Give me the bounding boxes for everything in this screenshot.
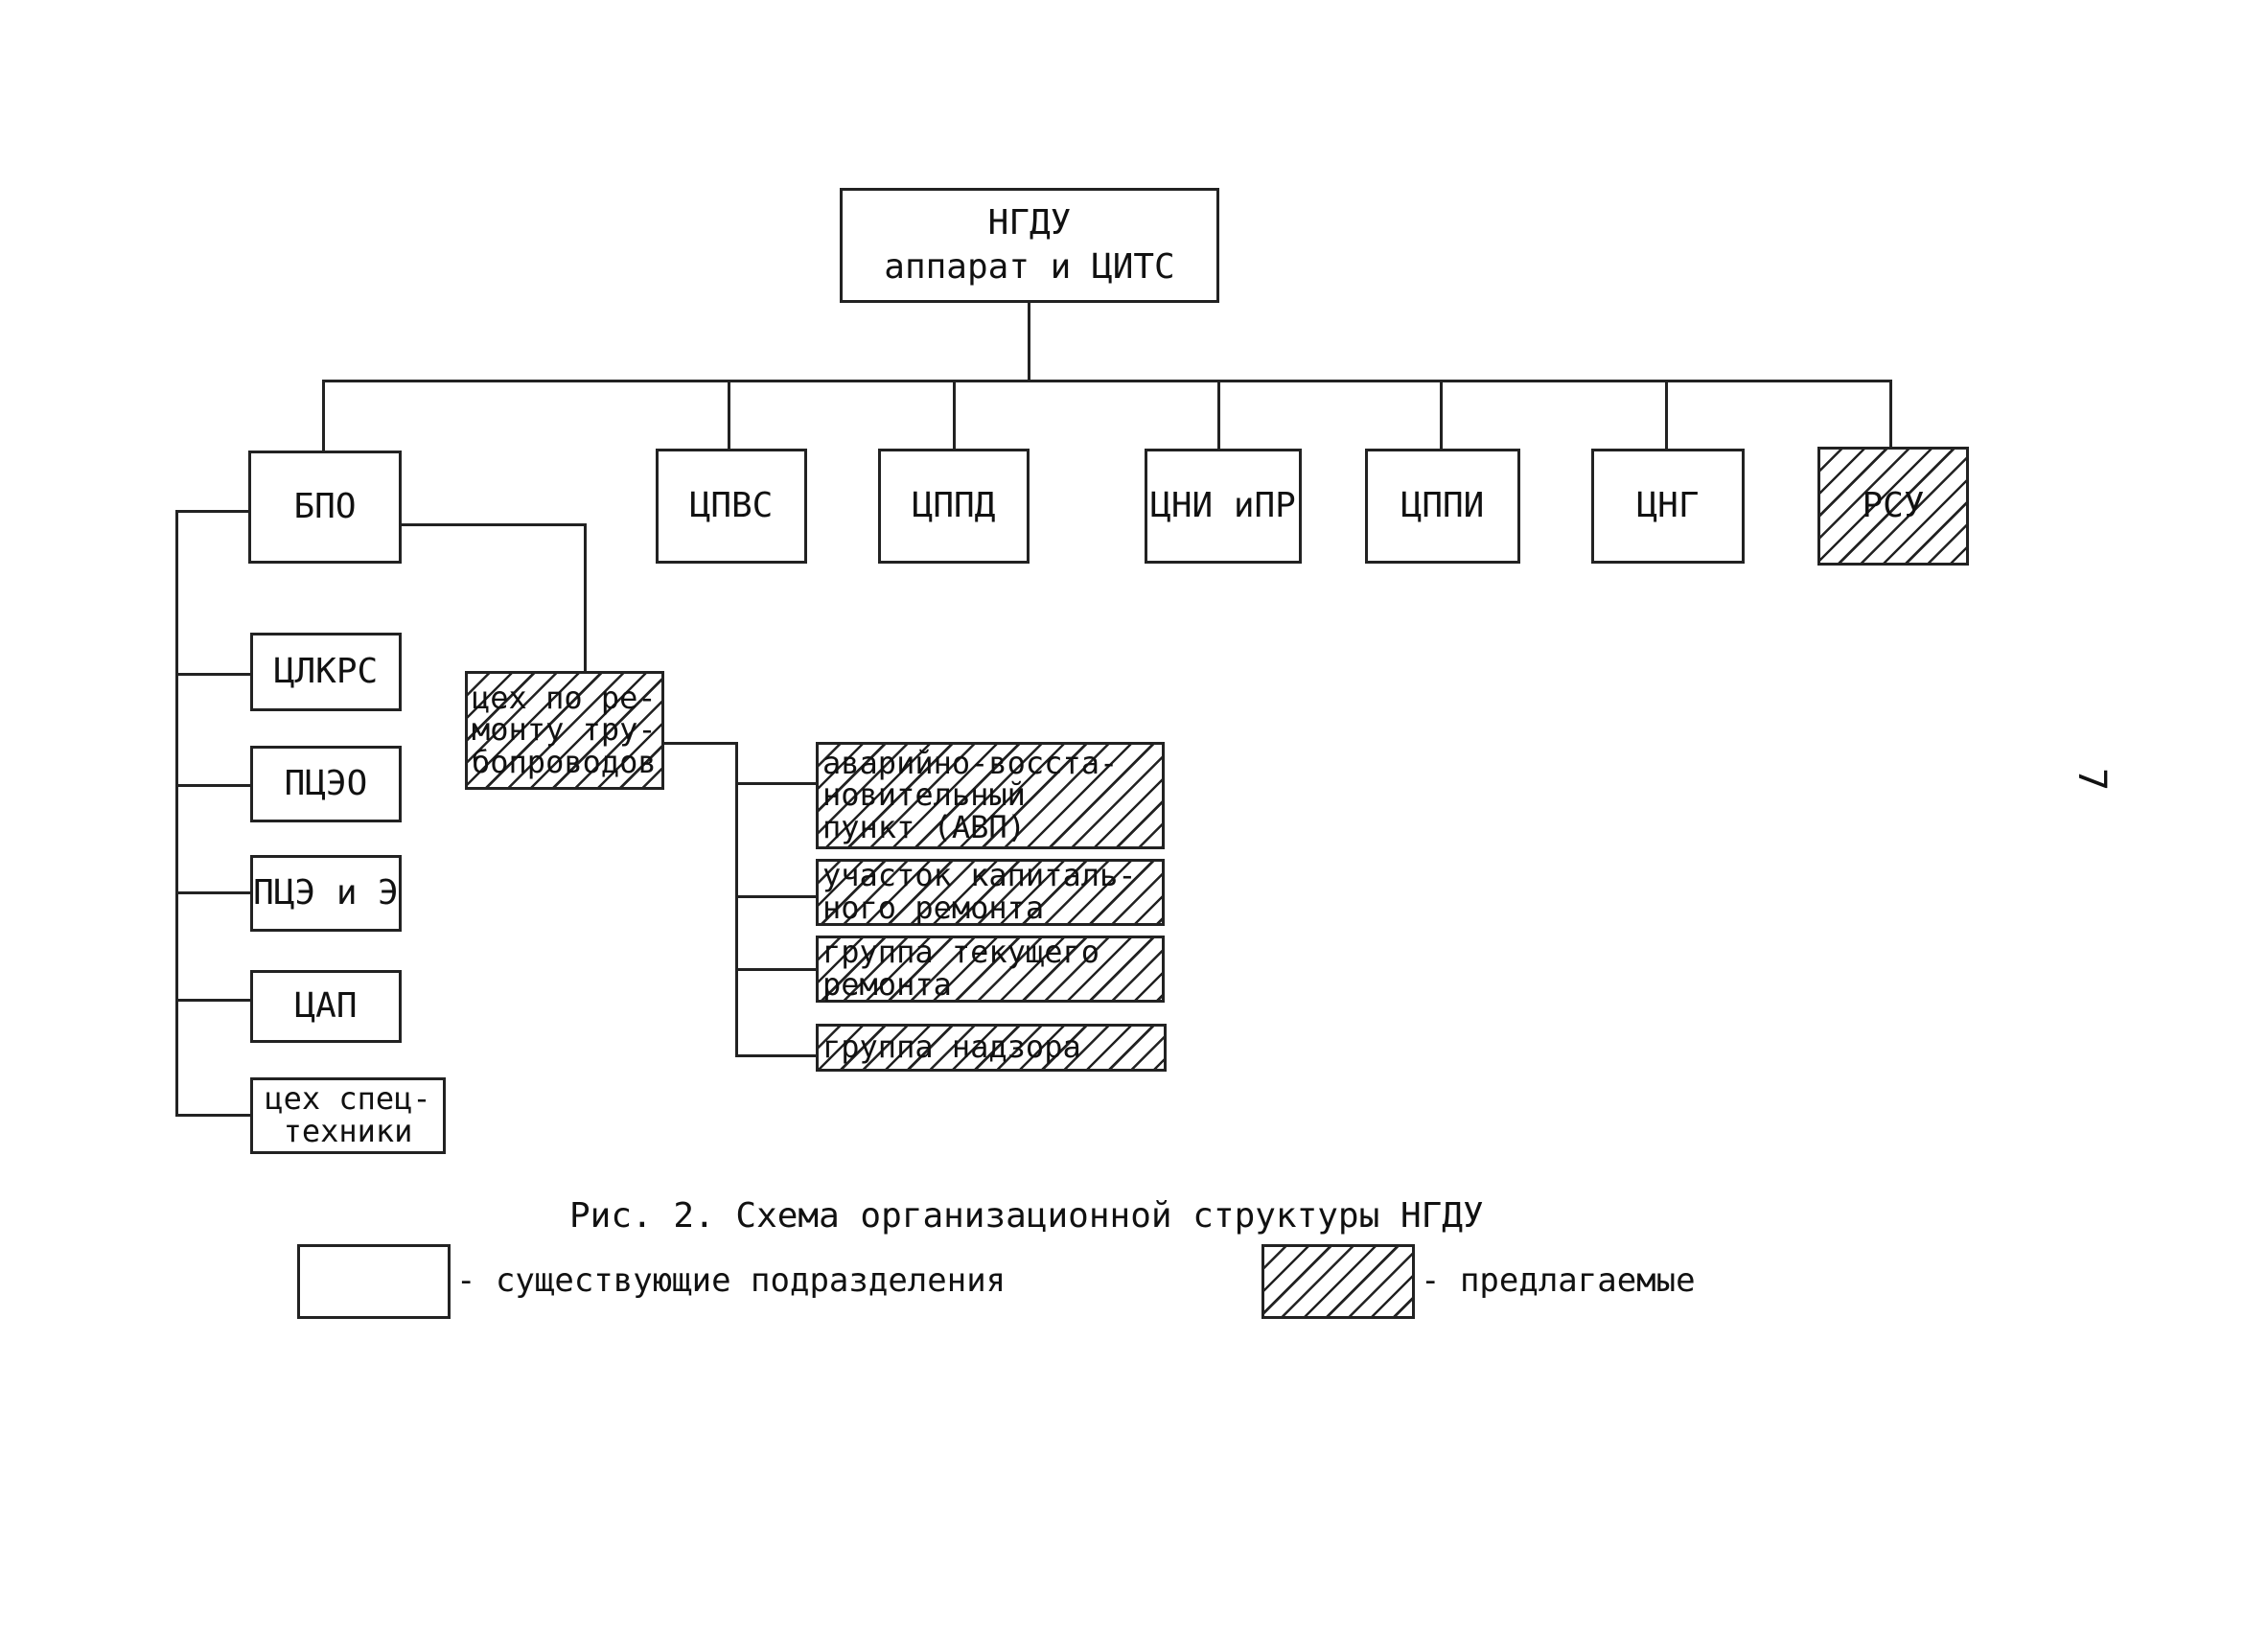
unit-tslkrs-label: ЦЛКРС (273, 652, 379, 692)
unit-tsng-box: ЦНГ (1591, 449, 1745, 564)
connector-bpo-spine (175, 510, 178, 1116)
unit-spets-box: цех спец- техники (250, 1077, 446, 1154)
repair-supervision-label: группа надзора (822, 1029, 1081, 1066)
unit-ptseo-box: ПЦЭО (250, 746, 402, 822)
repair-current-label: группа текущего ремонта (822, 934, 1099, 1003)
unit-rsu-label: РСУ (1862, 486, 1925, 526)
connector-spine-ptseo (175, 784, 250, 787)
repair-shop-label: цех по ре- монту тру- бопроводов (472, 679, 657, 780)
connector-root-down (1028, 303, 1030, 381)
connector-drop-bpo (322, 380, 325, 451)
root-ngdu-box: НГДУ аппарат и ЦИТС (840, 188, 1219, 303)
connector-repair-current (735, 968, 816, 971)
repair-capital-label: участок капиталь- ного ремонта (822, 857, 1137, 926)
repair-current-box-proposed: группа текущего ремонта (816, 936, 1165, 1003)
page-number: 7 (2070, 767, 2115, 792)
unit-ptseo-label: ПЦЭО (284, 764, 368, 804)
unit-tsppi-label: ЦППИ (1400, 486, 1485, 526)
legend-proposed-label: - предлагаемые (1421, 1261, 1696, 1300)
unit-tsppd-box: ЦППД (878, 449, 1030, 564)
legend-existing-label: - существующие подразделения (456, 1261, 1007, 1300)
unit-ptse-box: ПЦЭ и Э (250, 855, 402, 932)
connector-repair-drop (584, 523, 587, 671)
unit-tsng-label: ЦНГ (1636, 486, 1700, 526)
connector-repair-right (664, 742, 737, 745)
unit-rsu-box-proposed: РСУ (1817, 447, 1969, 566)
connector-drop-tsng (1665, 380, 1668, 449)
unit-ptse-label: ПЦЭ и Э (253, 873, 399, 913)
connector-drop-tsppi (1440, 380, 1443, 449)
connector-drop-rsu (1889, 380, 1892, 449)
repair-supervision-box-proposed: группа надзора (816, 1024, 1167, 1072)
unit-bpo-label: БПО (293, 487, 357, 527)
unit-tsppd-label: ЦППД (912, 486, 996, 526)
unit-tspvs-label: ЦПВС (689, 486, 774, 526)
unit-tsap-box: ЦАП (250, 970, 402, 1043)
connector-bpo-right (402, 523, 586, 526)
unit-tsppi-box: ЦППИ (1365, 449, 1520, 564)
legend-existing-swatch (297, 1244, 451, 1319)
connector-drop-tsppd (953, 380, 956, 449)
connector-spine-spets (175, 1114, 250, 1117)
unit-tsni-box: ЦНИ иПР (1145, 449, 1302, 564)
unit-tsap-label: ЦАП (294, 986, 358, 1027)
connector-spine-tsap (175, 999, 250, 1002)
repair-avp-box-proposed: аварийно-восста- новительный пункт (АВП) (816, 742, 1165, 849)
connector-drop-tspvs (728, 380, 730, 449)
connector-repair-avp (735, 782, 816, 785)
root-subtitle: аппарат и ЦИТС (884, 247, 1175, 287)
unit-tspvs-box: ЦПВС (656, 449, 807, 564)
repair-shop-box-proposed: цех по ре- монту тру- бопроводов (465, 671, 664, 790)
legend-proposed-swatch (1261, 1244, 1415, 1319)
unit-tsni-label: ЦНИ иПР (1150, 486, 1296, 526)
root-title: НГДУ (987, 203, 1072, 243)
repair-avp-label: аварийно-восста- новительный пункт (АВП) (822, 744, 1119, 845)
connector-repair-spine (735, 742, 738, 1056)
unit-bpo-box: БПО (248, 451, 402, 564)
connector-spine-tslkrs (175, 673, 250, 676)
repair-capital-box-proposed: участок капиталь- ного ремонта (816, 859, 1165, 926)
connector-repair-supervision (735, 1054, 816, 1057)
connector-spine-ptse (175, 891, 250, 894)
connector-drop-tsni (1217, 380, 1220, 449)
connector-repair-capital (735, 895, 816, 898)
unit-spets-label: цех спец- техники (265, 1080, 431, 1149)
figure-caption: Рис. 2. Схема организационной структуры … (569, 1196, 1484, 1236)
connector-bpo-left-stub (175, 510, 248, 513)
unit-tslkrs-box: ЦЛКРС (250, 633, 402, 711)
connector-main-bus (322, 380, 1892, 382)
